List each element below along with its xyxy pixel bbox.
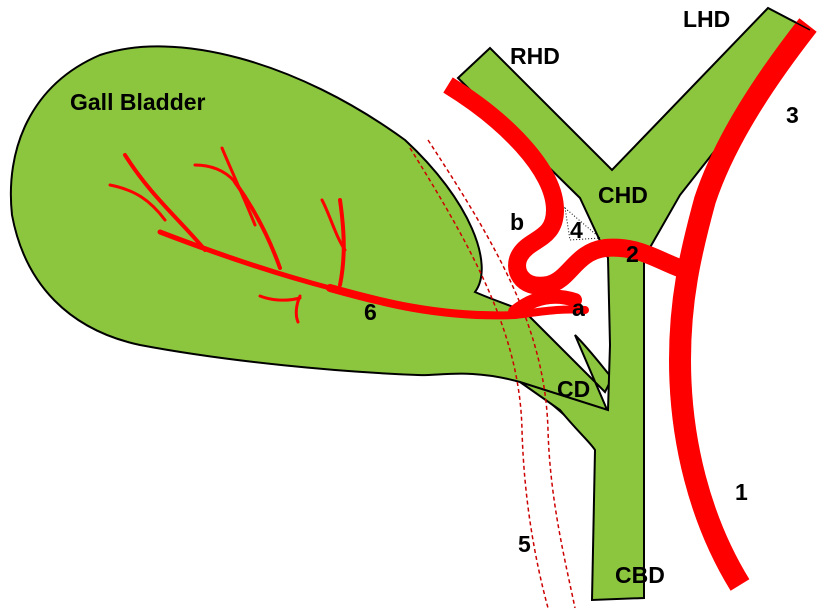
hepatic-artery [668,18,817,591]
label-number-3: 3 [786,102,799,128]
dashed-line-inner [409,147,549,609]
label-number-5: 5 [518,531,531,557]
label-number-4: 4 [570,217,583,243]
label-rhd: RHD [510,43,560,69]
label-lhd: LHD [683,6,730,32]
cystic-artery [108,146,589,324]
right-hepatic-artery [443,77,688,295]
label-cd: CD [557,376,590,402]
label-letter-a: a [572,295,585,321]
dashed-line-outer [427,139,576,609]
label-chd: CHD [598,182,648,208]
label-gall-bladder: Gall Bladder [70,89,206,115]
label-number-1: 1 [735,479,748,505]
rhd-outline [457,46,613,171]
label-number-2: 2 [626,241,639,267]
label-number-6: 6 [364,299,377,325]
lhd-outline [611,7,811,171]
label-cbd: CBD [615,562,665,588]
label-letter-b: b [510,209,524,235]
